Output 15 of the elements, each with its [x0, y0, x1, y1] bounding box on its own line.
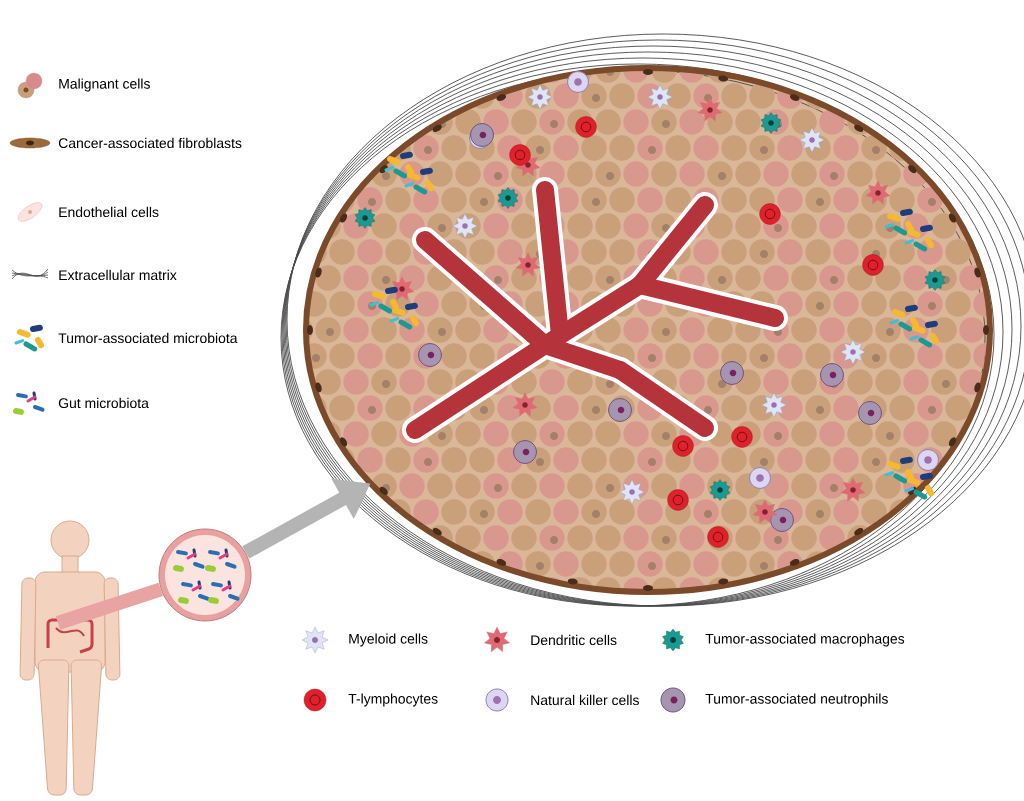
legend-label: Extracellular matrix: [59, 269, 177, 281]
legend-label: Dendritic cells: [531, 634, 617, 646]
legend-label: Gut microbiota: [58, 397, 149, 409]
legend-label: Tumor-associated macrophages: [705, 633, 905, 647]
legend-label: Tumor-associated microbiota: [58, 332, 238, 344]
legend-label: Myeloid cells: [349, 633, 428, 647]
legend-label: Cancer-associated fibroblasts: [58, 137, 242, 149]
legend-label: Endothelial cells: [59, 206, 159, 218]
tumor-drawing: [280, 33, 1024, 607]
legend-label: Malignant cells: [59, 78, 150, 92]
gut-microbiota-drawing: [158, 528, 252, 622]
legend-label: Tumor-associated neutrophils: [705, 693, 888, 707]
legend-label: T-lymphocytes: [348, 693, 438, 707]
human-body-drawing: [19, 520, 121, 796]
legend-label: Natural killer cells: [531, 694, 639, 706]
